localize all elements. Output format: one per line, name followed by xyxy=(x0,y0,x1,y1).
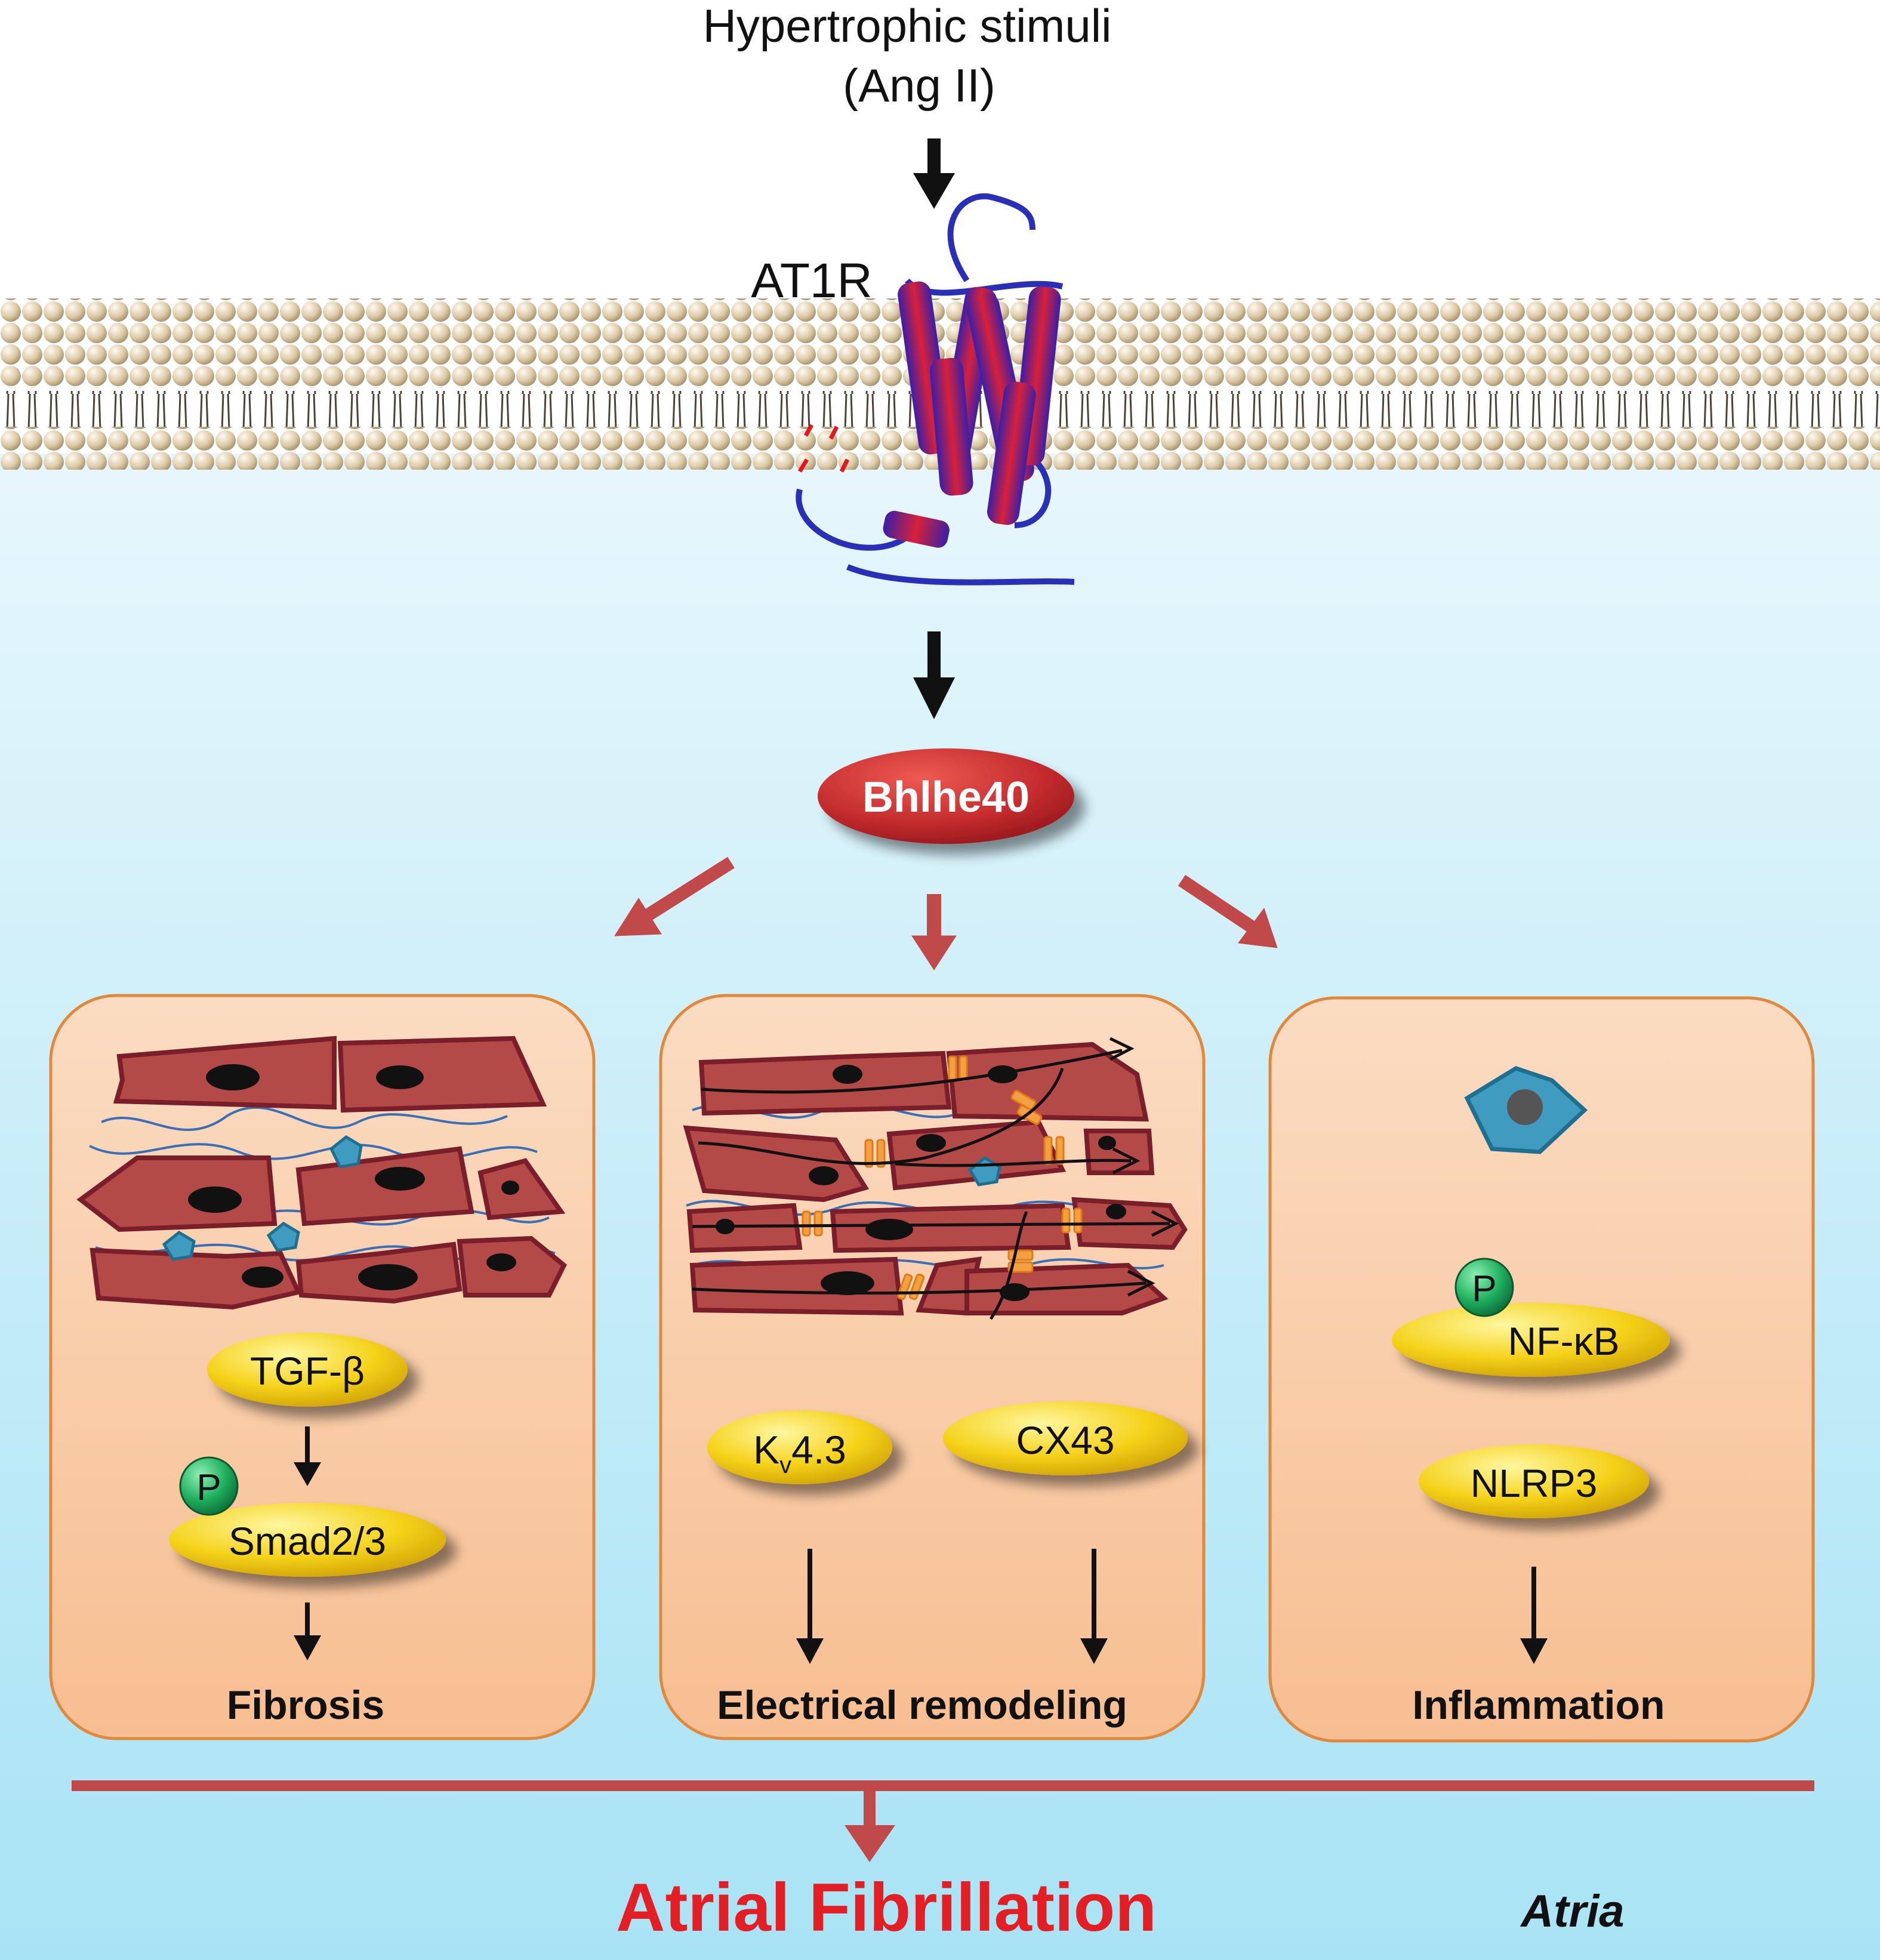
cardiomyocyte xyxy=(90,1247,302,1310)
arrow-nlrp3-to-inflammation xyxy=(1520,1567,1548,1664)
arrow-to-electrical xyxy=(911,894,957,970)
arrow-stimulus-to-receptor xyxy=(913,138,955,209)
arrow-cx43-to-remodeling xyxy=(1080,1549,1108,1664)
kv43-label: Kv4.3 xyxy=(753,1428,846,1478)
cx43-node xyxy=(943,1401,1188,1475)
convergence-bar xyxy=(72,1780,1814,1791)
phospho-label: P xyxy=(1472,1268,1496,1309)
panel-fibrosis: TGF-β Smad2/3 P Fibrosis xyxy=(49,994,596,1740)
kv43-node xyxy=(707,1410,892,1484)
smad-node xyxy=(169,1503,446,1577)
nfkb-node xyxy=(1392,1303,1670,1377)
receptor-label: AT1R xyxy=(751,254,873,308)
cardiomyocyte xyxy=(946,1041,1149,1122)
phospho-label: P xyxy=(196,1467,221,1508)
phospho-icon xyxy=(1454,1258,1514,1317)
smad-label: Smad2/3 xyxy=(229,1519,386,1563)
arrow-receptor-to-bhlhe40 xyxy=(913,631,955,719)
arrow-tgf-to-smad xyxy=(294,1426,321,1486)
inflammation-outcome: Inflammation xyxy=(1412,1682,1665,1728)
fibroblast-icon xyxy=(162,1230,196,1261)
gap-junctions xyxy=(802,1055,1083,1300)
bhlhe40-node xyxy=(818,748,1074,844)
tgf-beta-label: TGF-β xyxy=(250,1349,365,1393)
conduction-paths xyxy=(692,1037,1179,1320)
nlrp3-label: NLRP3 xyxy=(1471,1461,1598,1505)
fibroblast-icon xyxy=(266,1221,300,1252)
electrical-remodeling-outcome: Electrical remodeling xyxy=(717,1682,1127,1728)
collagen-fibers xyxy=(89,1106,556,1262)
nfkb-label: NF-κB xyxy=(1508,1319,1620,1363)
cardiomyocyte xyxy=(337,1036,547,1113)
panel-inflammation: NF-κB P NLRP3 Inflammation xyxy=(1268,996,1815,1743)
atrial-fibrillation-label: Atrial Fibrillation xyxy=(616,1870,1157,1946)
bhlhe40-label: Bhlhe40 xyxy=(862,773,1030,821)
stimulus-subtitle: (Ang II) xyxy=(843,59,996,112)
cardiomyocyte xyxy=(686,1203,803,1253)
atria-label: Atria xyxy=(1520,1886,1624,1937)
at1r-receptor-icon xyxy=(796,193,1075,585)
panel-electrical-remodeling: Kv4.3 CX43 Electrical remodeling xyxy=(659,994,1206,1740)
arrow-to-fibrosis xyxy=(614,856,735,936)
arrow-to-inflammation xyxy=(1178,874,1278,948)
fibroblast-icon xyxy=(329,1135,363,1169)
arrow-smad-to-fibrosis xyxy=(294,1602,321,1660)
arrow-kv43-to-remodeling xyxy=(796,1549,824,1664)
fibrosis-outcome: Fibrosis xyxy=(227,1682,385,1728)
cx43-label: CX43 xyxy=(1016,1418,1114,1462)
cardiomyocyte xyxy=(698,1050,952,1116)
nlrp3-node xyxy=(1419,1444,1649,1518)
cardiomyocyte xyxy=(477,1158,566,1221)
stimulus-title: Hypertrophic stimuli xyxy=(703,0,1112,52)
cardiomyocyte xyxy=(76,1155,278,1232)
arrow-to-atrial-fibrillation xyxy=(845,1790,895,1862)
tgf-beta-node xyxy=(207,1333,408,1407)
phospho-icon xyxy=(179,1456,239,1516)
